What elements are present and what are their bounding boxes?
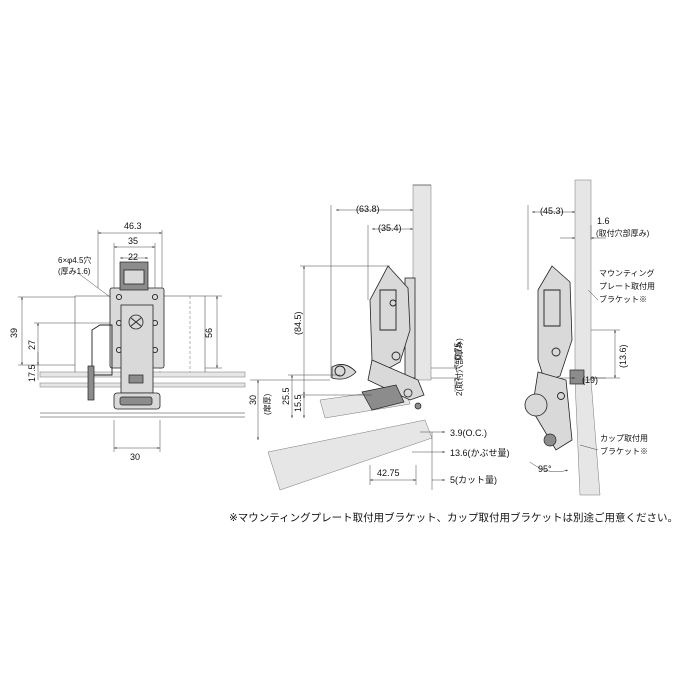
thickness-label: (取付穴部厚み) bbox=[596, 228, 650, 238]
hole-spec-line1: 6×φ4.5穴 bbox=[58, 255, 91, 265]
dim-1-6: 1.6 bbox=[597, 216, 610, 226]
dim-17-5: 17.5 bbox=[27, 364, 37, 382]
footnote: ※マウンティングプレート取付用ブラケット、カップ取付用ブラケットは別途ご用意くだ… bbox=[229, 511, 678, 524]
door-thickness-label: (扉厚) bbox=[262, 393, 272, 415]
dim-oc: 3.9(O.C.) bbox=[450, 428, 487, 438]
mount-hole-depth: 2(取付穴部厚み) bbox=[454, 338, 464, 396]
dim-84-5: (84.5) bbox=[293, 311, 303, 335]
dim-42-75: 42.75 bbox=[377, 468, 400, 478]
mount-bracket-label-3: ブラケット※ bbox=[599, 294, 647, 304]
dim-cut: 5(カット量) bbox=[450, 475, 497, 485]
dim-30-door: 30 bbox=[248, 395, 258, 405]
dim-30-bottom: 30 bbox=[130, 452, 140, 462]
dim-22: 22 bbox=[128, 252, 138, 262]
dim-46-3: 46.3 bbox=[124, 221, 142, 231]
dim-63-8: (63.8) bbox=[356, 204, 380, 214]
dim-25-5: 25.5 bbox=[281, 387, 291, 405]
dim-overlay: 13.6(かぶせ量) bbox=[450, 448, 510, 458]
dim-27: 27 bbox=[27, 340, 37, 350]
dim-45-3: (45.3) bbox=[540, 206, 564, 216]
cup-bracket-label-1: カップ取付用 bbox=[600, 433, 648, 443]
front-view: 46.3 35 22 6×φ4.5穴 (厚み1.6) 39 27 17.5 56… bbox=[9, 221, 246, 462]
mount-bracket-label-1: マウンティング bbox=[599, 268, 655, 278]
cup-bracket-label-2: ブラケット※ bbox=[600, 446, 648, 456]
dim-13-6: (13.6) bbox=[618, 344, 628, 368]
angle-95: 95° bbox=[538, 464, 552, 474]
dim-19: (19) bbox=[582, 375, 598, 385]
dim-15-5: 15.5 bbox=[293, 394, 303, 412]
mount-bracket-label-2: プレート取付用 bbox=[599, 281, 655, 291]
dim-35-4: (35.4) bbox=[378, 223, 402, 233]
dim-39: 39 bbox=[9, 328, 19, 338]
dim-35: 35 bbox=[128, 236, 138, 246]
dim-0-75: 0.75 bbox=[453, 342, 463, 360]
open-view: (45.3) 1.6 (取付穴部厚み) (13.6) (19) 95° マウンテ… bbox=[524, 179, 655, 496]
side-view: (63.8) (35.4) (84.5) 25.5 15.5 30 (扉厚) 0… bbox=[248, 184, 510, 491]
hole-spec-line2: (厚み1.6) bbox=[58, 267, 91, 276]
dim-56: 56 bbox=[204, 328, 214, 338]
